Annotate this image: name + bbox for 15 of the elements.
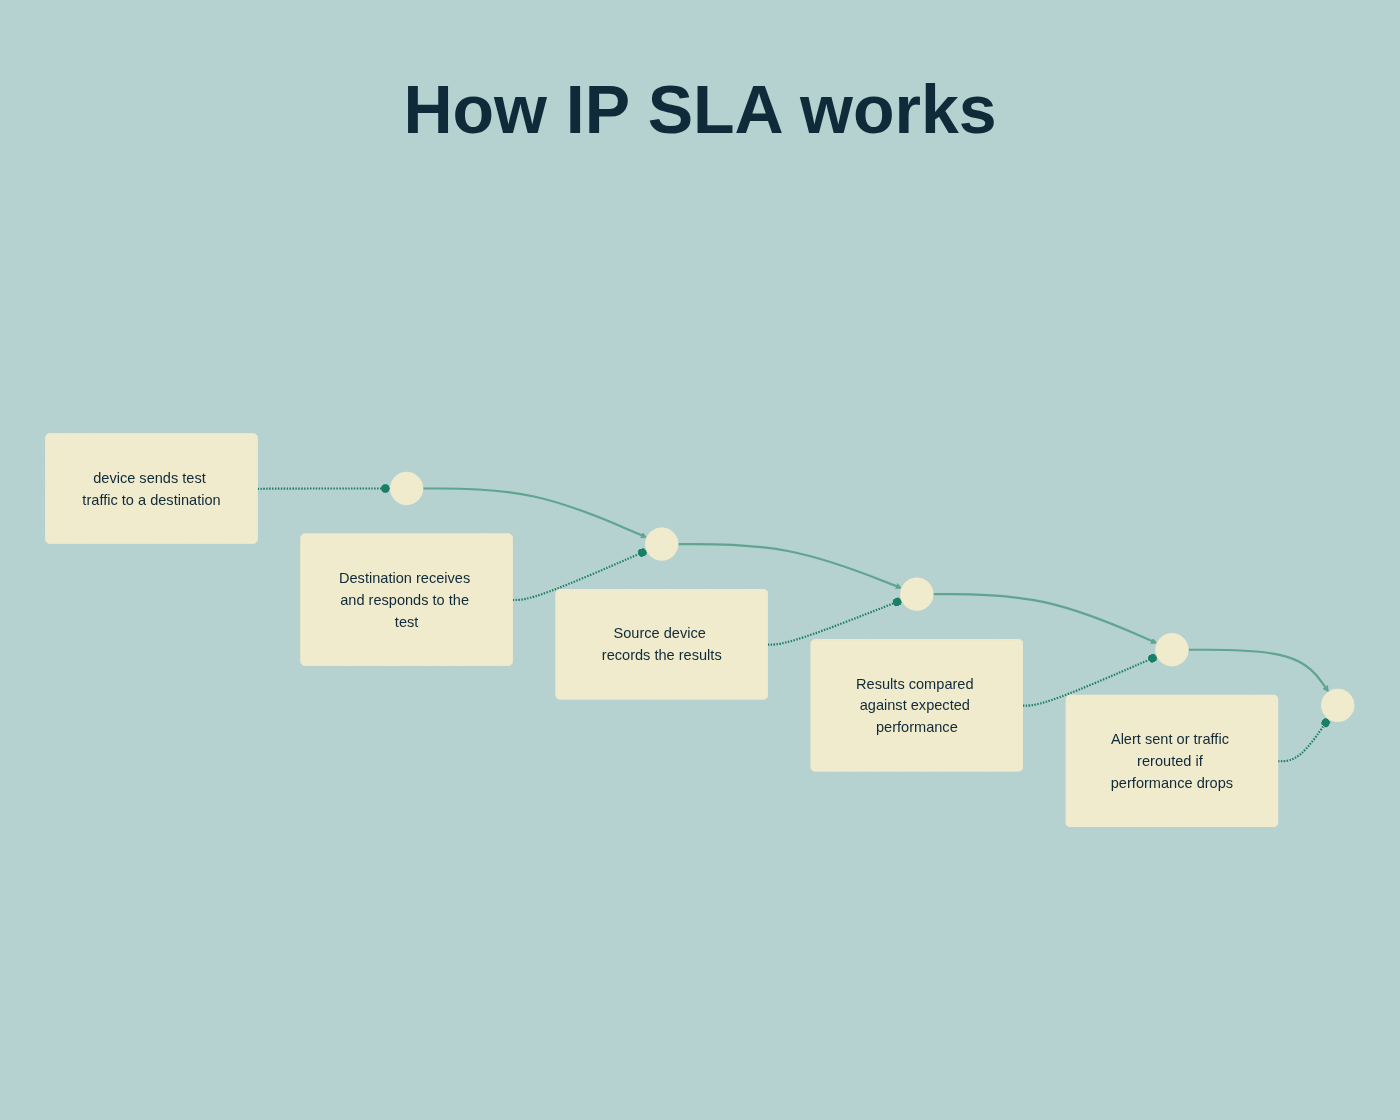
node-circle (389, 471, 424, 506)
connector (767, 597, 902, 646)
node-circle (900, 577, 934, 611)
title: How IP SLA works (402, 70, 998, 148)
connector (1022, 653, 1158, 707)
arrow (933, 592, 1158, 644)
connector (512, 547, 648, 601)
arrow (678, 542, 902, 589)
node-circle (1155, 632, 1189, 667)
arrow (423, 487, 647, 538)
connector (1278, 718, 1331, 763)
arrow (1188, 648, 1329, 692)
connector (257, 483, 391, 493)
node-circle (644, 527, 679, 561)
node-circle (1321, 688, 1355, 722)
